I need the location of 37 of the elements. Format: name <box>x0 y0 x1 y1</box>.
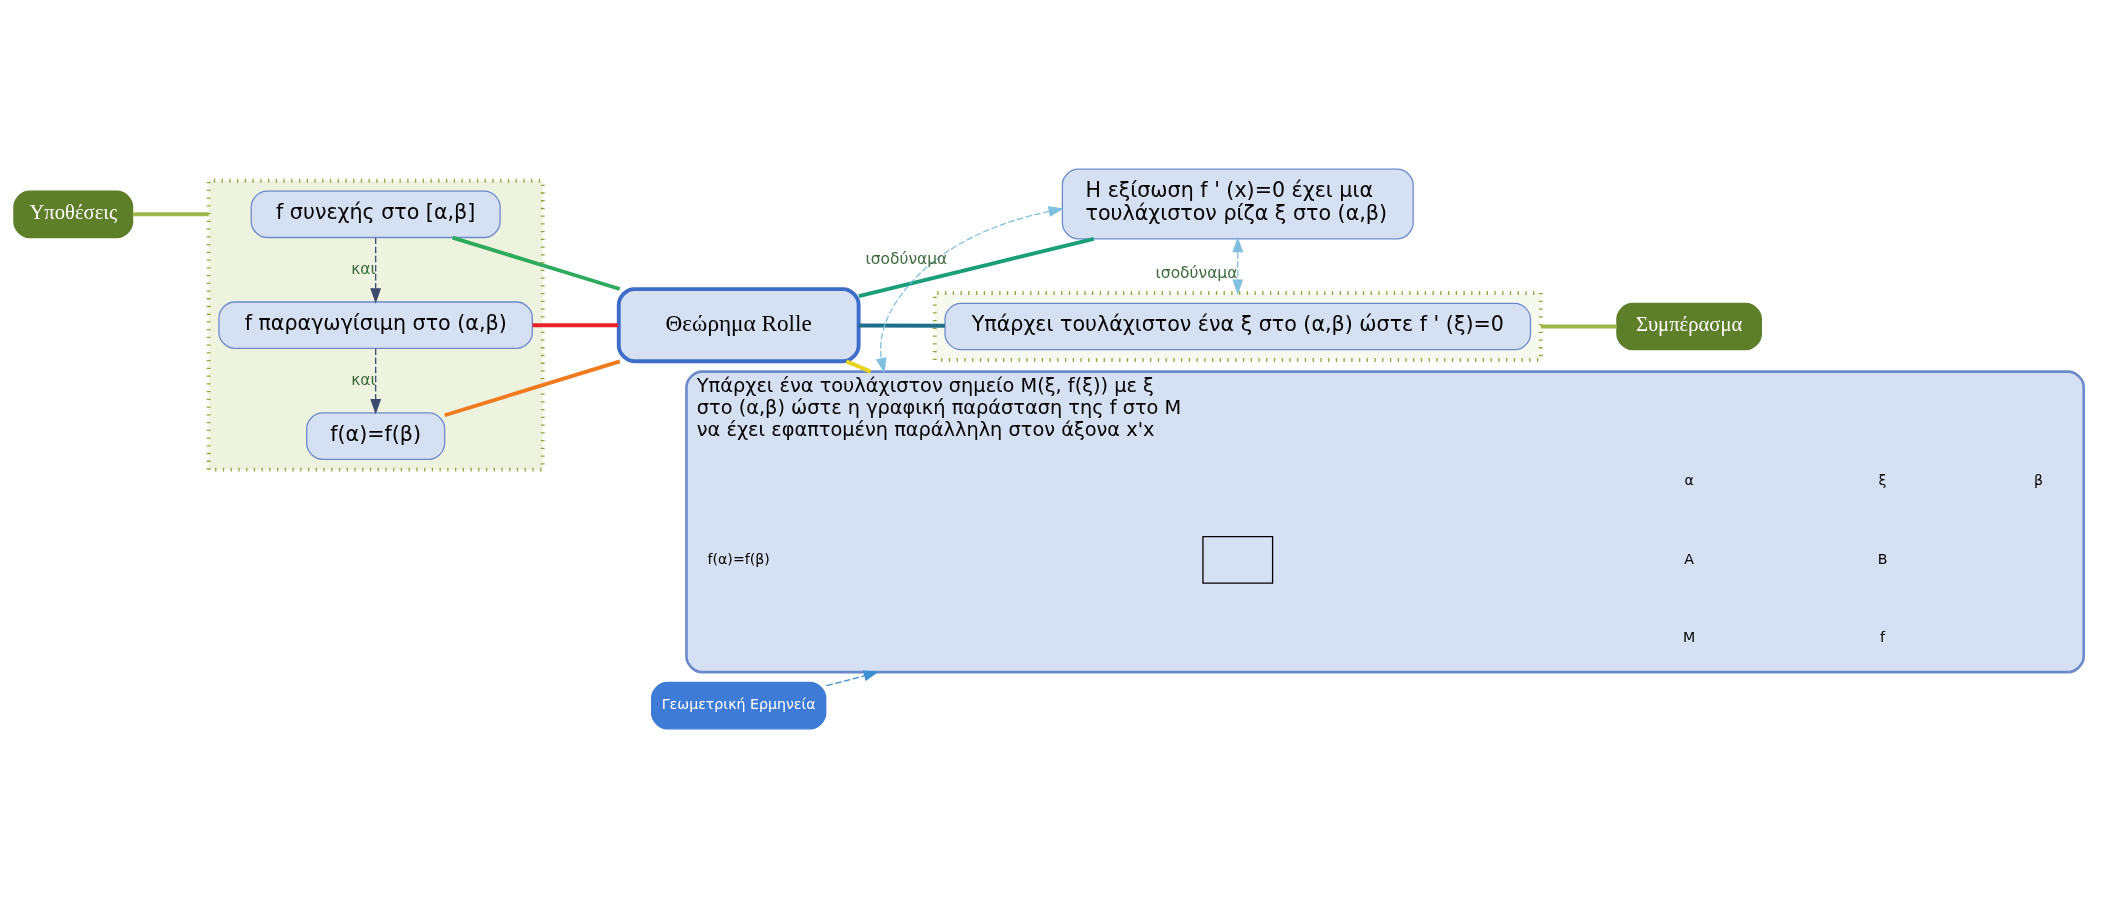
arrow <box>370 236 382 304</box>
cluster <box>932 290 1543 362</box>
node-box <box>1202 535 1274 584</box>
cluster <box>206 178 545 472</box>
edge-label: ισοδύναμα <box>865 249 948 268</box>
label: f(α)=f(β) <box>707 550 770 567</box>
edge-label: ισοδύναμα <box>1155 263 1238 282</box>
label: Α <box>1684 550 1694 567</box>
node-box: Γεωμετρική Ερμηνεία <box>651 681 827 729</box>
connector <box>532 322 619 327</box>
node-box: f συνεχής στο [α,β] <box>250 189 501 238</box>
node-box: Θεώρημα Rolle <box>616 286 861 363</box>
edge-label: και <box>351 259 376 278</box>
node-box: Υπάρχει τουλάχιστον ένα ξ στο (α,β) ώστε f ' (ξ)=0 <box>944 302 1532 350</box>
label: Β <box>1877 550 1888 567</box>
arrow <box>370 347 382 415</box>
arrow <box>1232 236 1244 295</box>
connector <box>858 236 1095 298</box>
node-box: f παραγωγίσιμη στο (α,β) <box>218 300 533 349</box>
label: β <box>2034 471 2044 488</box>
node-box: Υποθέσεις <box>13 189 134 238</box>
connector <box>451 235 621 291</box>
node-box: f(α)=f(β) <box>306 411 446 460</box>
label: Μ <box>1683 628 1696 645</box>
arrow <box>825 670 880 686</box>
node-box: Συμπέρασμα <box>1616 302 1762 350</box>
connector <box>132 211 209 216</box>
connector <box>845 359 872 373</box>
edge-label: και <box>351 370 376 389</box>
connector <box>444 359 621 417</box>
label: f <box>1880 628 1886 645</box>
connector <box>1540 324 1617 328</box>
label: α <box>1684 471 1694 488</box>
connector <box>858 323 945 328</box>
label: ξ <box>1878 471 1887 488</box>
node-box: Η εξίσωση f ' (x)=0 έχει μια τουλάχιστον ρίζα ξ στο (α,β) <box>1061 168 1414 239</box>
arrow <box>875 205 1065 374</box>
